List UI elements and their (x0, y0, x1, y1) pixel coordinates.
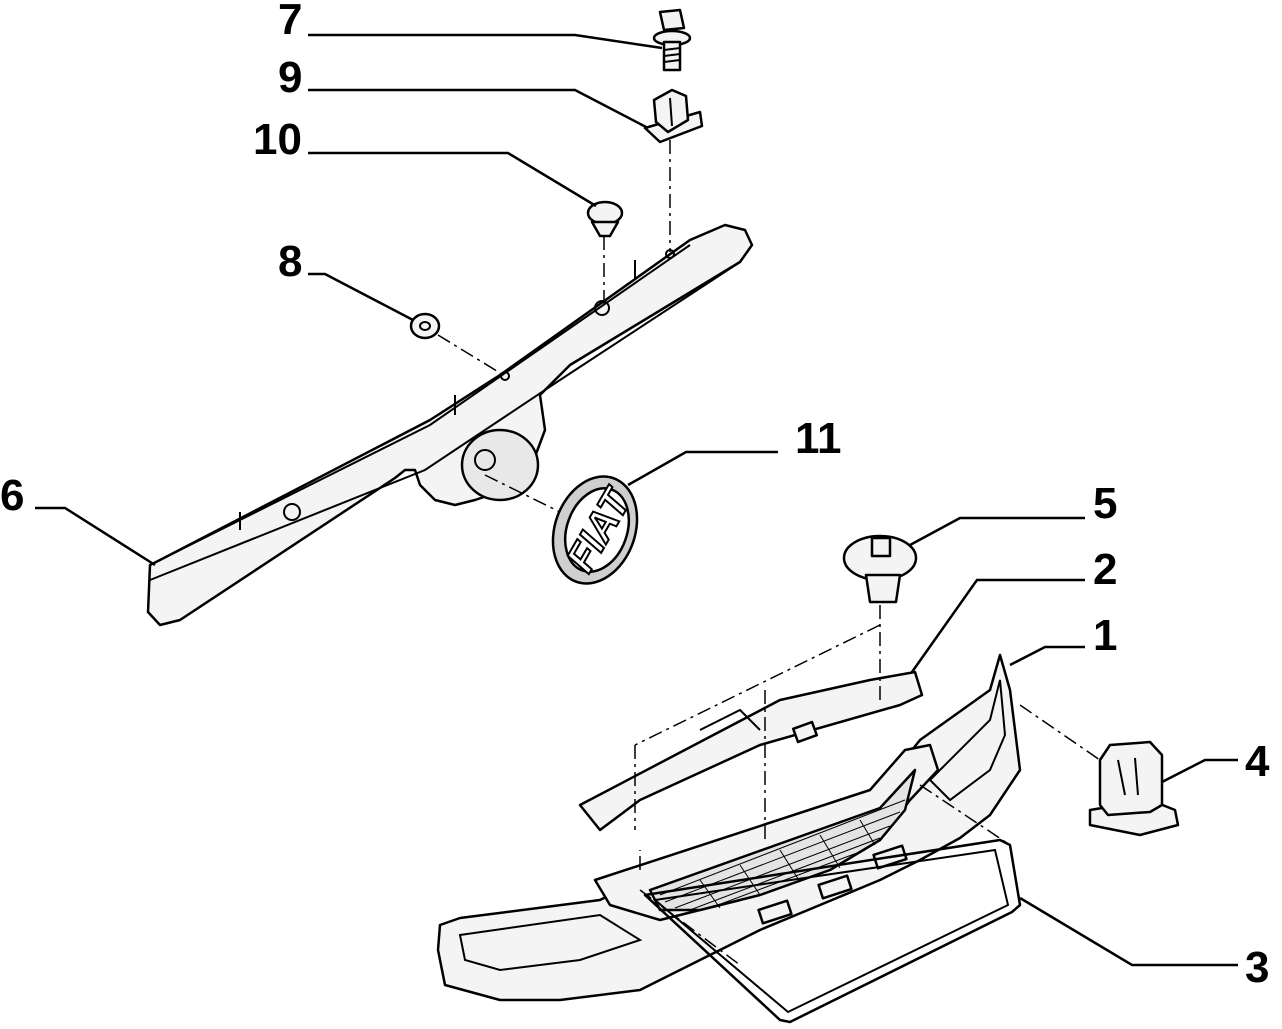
callout-2: 2 (1093, 545, 1117, 594)
clip-bracket-part (1088, 740, 1180, 837)
lower-trim-frame-part (643, 838, 1022, 1024)
callout-1: 1 (1093, 611, 1117, 660)
callout-9: 9 (278, 53, 302, 102)
callout-11: 11 (795, 414, 842, 463)
expansion-rivet-part (842, 534, 918, 604)
emblem-part: FIAT (551, 475, 642, 585)
callout-5: 5 (1093, 479, 1117, 528)
leader-lines (35, 33, 1238, 967)
callout-4: 4 (1245, 737, 1270, 786)
push-fastener-part (586, 200, 624, 238)
callout-8: 8 (278, 237, 302, 286)
callout-10: 10 (253, 115, 302, 164)
callout-7: 7 (278, 0, 302, 44)
grille-bracket-part (578, 670, 924, 832)
upper-crossbar-part (146, 223, 754, 627)
main-grille-part (436, 653, 1022, 1002)
callout-3: 3 (1245, 943, 1269, 992)
callout-6: 6 (0, 471, 24, 520)
assembly-lines (437, 140, 1101, 966)
bolt-part (652, 8, 692, 72)
clip-nut-part (643, 88, 704, 144)
washer-part (409, 312, 441, 340)
callouts: 7 9 10 8 6 11 5 2 1 4 3 (0, 0, 1270, 992)
